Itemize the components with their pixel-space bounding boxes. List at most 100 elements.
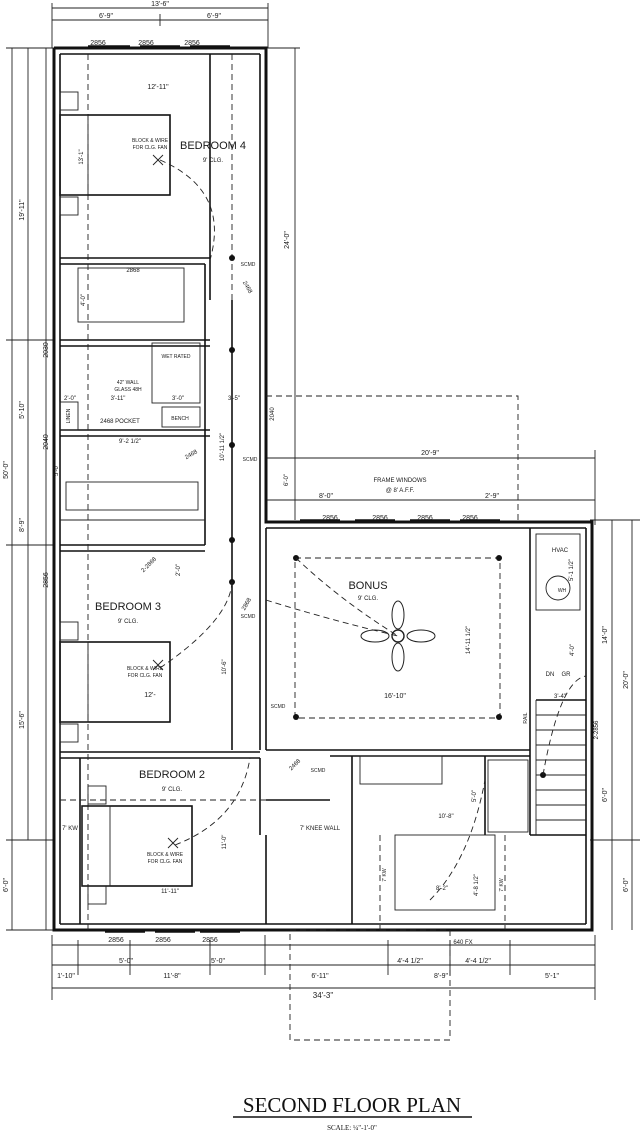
dim-b-6-11: 6'-11" [311,973,329,980]
note-gr: GR [562,672,572,678]
dim-3-11: 3'-11" [111,396,126,402]
dim-10-11: 10'-11 1/2" [220,433,226,461]
dim-12: 12'- [144,692,156,699]
dim-r-6: 6'-0" [284,474,290,486]
beds [59,91,193,905]
dim-b-1-10: 1'-10" [57,973,75,980]
note-knee-wall: 7' KNEE WALL [300,826,341,832]
dim-8-2: 8'-2" [436,886,448,892]
dim-b-11-8: 11'-8" [163,973,181,980]
b2-note-2: FOR CLG. FAN [148,859,183,865]
dim-2868c: 2868 [126,268,140,274]
note-kw-1: 7' KW [382,868,388,881]
smoke-2: SCMD [243,457,258,463]
dim-2-0b: 2'-0" [176,564,182,576]
dim-2040-b: 2040 [43,434,50,450]
bonus-fixtures [159,159,587,901]
bonus-name: BONUS [348,580,387,592]
dimension-lines [6,3,640,1000]
bedroom3-name: BEDROOM 3 [95,601,161,613]
bonus-ceiling: 9' CLG. [358,596,378,602]
dim-b-5-0: 5'-0" [119,958,133,965]
dim-b-5-1: 5'-1" [545,973,559,980]
dim-window-5: 2856 [372,515,388,522]
dim-5-1-2: 5'-1 1/2" [569,559,575,581]
note-linen: LINEN [66,408,72,423]
note-wet-rated: WET RATED [162,354,191,360]
dim-left-6: 6'-0" [3,878,10,892]
dim-2468: 2468 [184,449,199,461]
dim-window-9: 2856 [155,937,171,944]
dim-2-0: 2'-0" [64,396,76,402]
dim-2468c: 2468 [288,758,302,772]
dim-4-0b: 4'-0" [570,644,576,656]
note-rail: RAIL [523,712,529,723]
bedroom4-name: BEDROOM 4 [180,140,246,152]
dim-20-0: 20'-0" [623,671,630,689]
note-dn: DN [546,672,555,678]
bedroom2-name: BEDROOM 2 [139,769,205,781]
dim-8-0: 8'-0" [319,493,333,500]
dim-left-8: 8'-9" [19,518,26,532]
note-bench: BENCH [171,416,189,422]
dim-window-3: 2856 [184,40,200,47]
smoke-4: SCMD [271,704,286,710]
dim-3-0: 3'-0" [172,396,184,402]
dim-b-4-4b: 4'-4 1/2" [465,958,491,965]
note-kw-left: 7' KW [62,826,78,832]
smoke-3: SCMD [241,614,256,620]
interior-walls [59,54,586,924]
note-glass-1: 42" WALL [117,380,139,386]
dim-2-9: 2'-9" [485,493,499,500]
smoke-5: SCMD [311,768,326,774]
note-wh: WH [558,588,567,594]
b4-note-2: FOR CLG. FAN [133,145,168,151]
exterior-walls [52,46,594,932]
dim-5-0b: 5'-0" [472,790,478,802]
dim-left-15: 15'-6" [19,711,26,729]
dim-window-7: 2856 [462,515,478,522]
dim-window-6: 2856 [417,515,433,522]
dim-11-0: 11'-0" [222,835,228,850]
bedroom4-ceiling: 9' CLG. [203,158,223,164]
dim-left-19: 19'-11" [19,199,26,221]
dim-16-10: 16'-10" [384,693,406,700]
dim-b4-width: 12'-11" [147,84,169,91]
note-hvac: HVAC [552,548,569,554]
b3-note-1: BLOCK & WIRE [127,666,164,672]
note-640fx: 640 FX [453,940,472,946]
dim-2468b: 2468 [241,280,253,295]
b3-note-2: FOR CLG. FAN [128,673,163,679]
dim-b4-depth: 13'-1" [79,149,85,164]
dim-window-2: 2856 [138,40,154,47]
smoke-1: SCMD [241,262,256,268]
dim-left-5: 5'-10" [19,401,26,419]
dim-3-5: 3'-5" [228,396,240,402]
dim-3-4: 3'-4" [554,694,566,700]
dim-b-8-9: 8'-9" [434,973,448,980]
dim-4-0: 4'-0" [81,294,87,306]
plan-title: SECOND FLOOR PLAN [243,1093,461,1117]
dim-14-0: 14'-0" [602,626,609,644]
dim-6-0-right-b: 6'-0" [623,878,630,892]
dim-left-50: 50'-0" [3,461,10,479]
dim-overall-top: 13'-6" [151,1,169,8]
dim-b-5-0b: 5'-0" [211,958,225,965]
dim-top-left: 6'-9" [99,13,113,20]
dim-4-8: 4'-8 1/2" [474,874,480,896]
note-frame-1: FRAME WINDOWS [374,478,427,484]
dim-2868b: 2868 [241,597,253,612]
dim-2-2856: 2-2856 [594,720,600,739]
b4-note-1: BLOCK & WIRE [132,138,169,144]
dim-top-right: 6'-9" [207,13,221,20]
dim-6-0-right: 6'-0" [602,788,609,802]
dim-b-overall: 34'-3" [313,991,334,1000]
windows [88,45,500,933]
dim-5-0: 5'-0" [54,464,60,476]
dashed-lines [60,54,519,1041]
dim-14-11: 14'-11 1/2" [466,626,472,654]
dim-window-1: 2856 [90,40,106,47]
dim-2030: 2030 [43,342,50,358]
dim-11-11: 11'-11" [161,889,179,895]
